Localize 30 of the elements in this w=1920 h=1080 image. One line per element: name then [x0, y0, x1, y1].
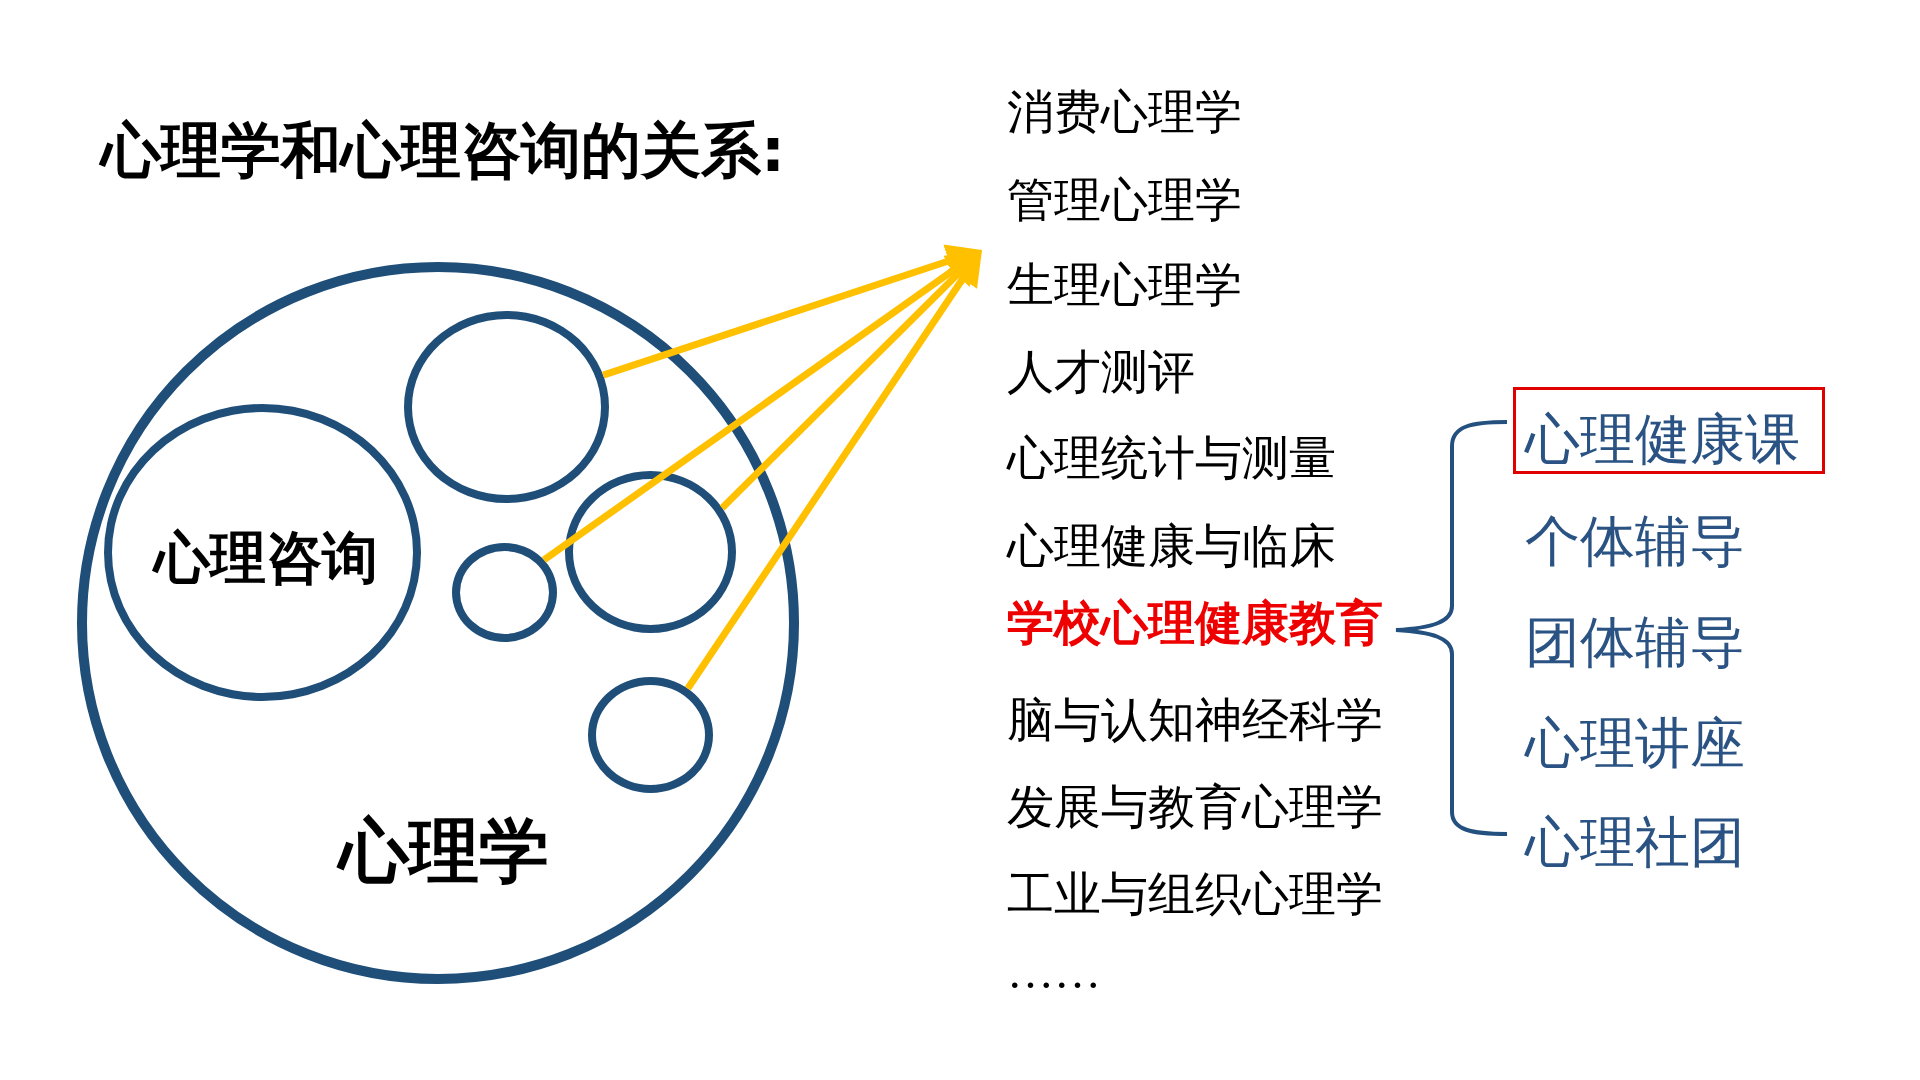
sub-item: 个体辅导 — [1525, 513, 1745, 569]
arrow — [684, 250, 982, 691]
list-item: 心理统计与测量 — [1007, 434, 1336, 482]
highlight-frame — [1513, 387, 1825, 474]
node-label: 心理咨询 — [153, 530, 378, 587]
arrow — [719, 249, 982, 511]
outer-circle — [77, 262, 799, 984]
node-label: 心理健康课 — [1525, 411, 1801, 467]
list-item: 消费心理学 — [1007, 88, 1242, 136]
node-label: 心理学 — [338, 816, 549, 887]
list-item: 发展与教育心理学 — [1007, 783, 1383, 831]
list-item: 人才测评 — [1007, 348, 1195, 396]
sub-item: 团体辅导 — [1525, 614, 1745, 670]
inner-circle — [104, 404, 421, 701]
empty-circle — [588, 677, 713, 793]
list-item: 脑与认知神经科学 — [1007, 696, 1383, 744]
sub-item: 心理讲座 — [1525, 715, 1745, 771]
list-item: 工业与组织心理学 — [1007, 870, 1383, 918]
list-item: 生理心理学 — [1007, 261, 1242, 309]
empty-circle — [565, 471, 736, 633]
arrow — [602, 244, 982, 379]
list-item: …… — [1007, 948, 1101, 996]
highlighted-item: 学校心理健康教育 — [1007, 598, 1383, 646]
sub-item: 心理社团 — [1525, 814, 1745, 870]
empty-circle — [404, 311, 609, 503]
list-item: 心理健康与临床 — [1007, 522, 1336, 570]
empty-circle — [452, 543, 557, 642]
arrow — [541, 250, 982, 563]
title: 心理学和心理咨询的关系: — [101, 120, 785, 180]
list-item: 管理心理学 — [1007, 176, 1242, 224]
